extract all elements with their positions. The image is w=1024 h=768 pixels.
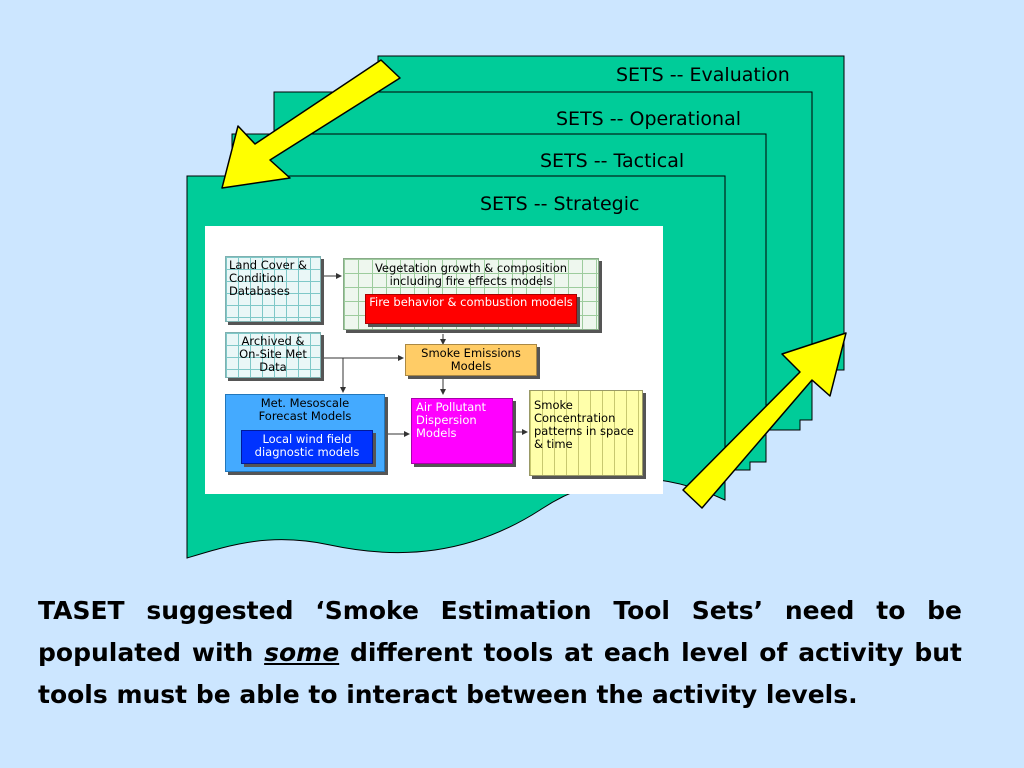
smoke-concentration-box: Smoke Concentration patterns in space & … — [529, 390, 643, 476]
air-pollutant-label: Air Pollutant Dispersion Models — [416, 400, 487, 440]
caption-text: TASET suggested ‘Smoke Estimation Tool S… — [38, 590, 962, 716]
land-cover-label: Land Cover & Condition Databases — [229, 258, 307, 298]
archived-met-box: Archived & On-Site Met Data — [225, 332, 321, 378]
arrow-up-right — [682, 332, 847, 509]
card-title-tactical: SETS -- Tactical — [540, 150, 685, 172]
caption-after: different tools at each level of activit… — [38, 638, 962, 709]
diagram-panel: Land Cover & Condition Databases Vegetat… — [205, 226, 663, 494]
smoke-emissions-label: Smoke Emissions Models — [421, 346, 521, 373]
land-cover-box: Land Cover & Condition Databases — [225, 256, 321, 322]
local-wind-label: Local wind field diagnostic models — [254, 432, 360, 459]
connector-lines — [321, 273, 528, 437]
caption-before: TASET suggested ‘Smoke Estimation Tool S… — [38, 596, 962, 667]
met-mesoscale-label: Met. Mesoscale Forecast Models — [258, 396, 352, 423]
fire-behavior-box: Fire behavior & combustion models — [365, 294, 577, 324]
archived-met-label: Archived & On-Site Met Data — [239, 334, 307, 374]
card-title-operational: SETS -- Operational — [556, 108, 741, 130]
card-title-strategic: SETS -- Strategic — [480, 193, 640, 215]
smoke-concentration-label: Smoke Concentration patterns in space & … — [534, 398, 634, 451]
smoke-emissions-box: Smoke Emissions Models — [405, 344, 537, 376]
card-title-evaluation: SETS -- Evaluation — [616, 64, 790, 86]
arrow-down-left — [221, 59, 401, 189]
vegetation-label: Vegetation growth & composition includin… — [374, 261, 568, 288]
local-wind-box: Local wind field diagnostic models — [241, 430, 373, 464]
caption-emphasis: some — [264, 638, 340, 667]
air-pollutant-box: Air Pollutant Dispersion Models — [411, 398, 513, 464]
fire-behavior-label: Fire behavior & combustion models — [369, 295, 573, 309]
